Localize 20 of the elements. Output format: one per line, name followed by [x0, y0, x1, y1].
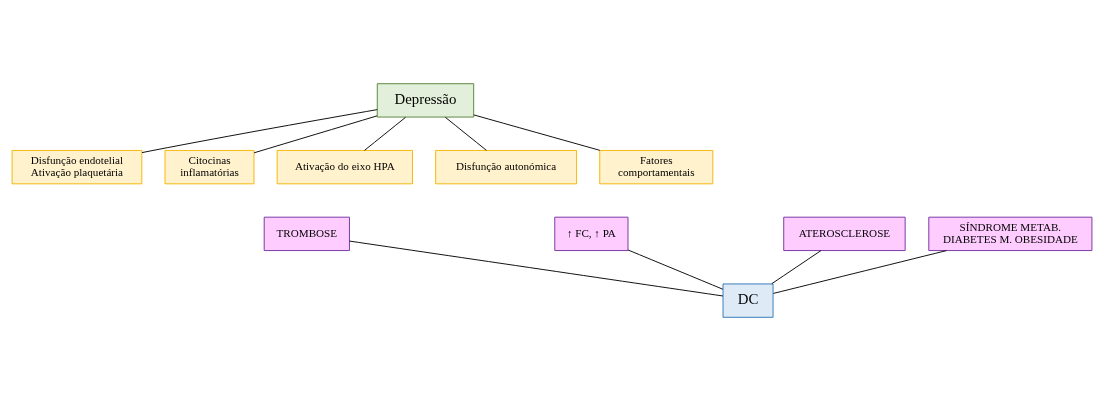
node-box: SÍNDROME METAB. DIABETES M. OBESIDADE	[928, 216, 1093, 251]
connector	[349, 240, 724, 296]
connector	[253, 114, 378, 153]
connector	[627, 249, 724, 290]
connector	[444, 116, 487, 151]
connector	[771, 249, 822, 284]
node-box: TROMBOSE	[263, 216, 350, 251]
connector	[364, 116, 406, 151]
node-box: ↑ FC, ↑ PA	[554, 216, 629, 251]
node-box: Fatores comportamentais	[599, 149, 714, 184]
node-box: Disfunção endotelial Ativação plaquetária	[11, 149, 143, 184]
connector	[772, 249, 947, 294]
node-box: DC	[722, 282, 774, 318]
node-box: ATEROSCLEROSE	[783, 216, 906, 251]
node-box: Disfunção autonómica	[435, 149, 578, 184]
node-box: Ativação do eixo HPA	[276, 149, 413, 184]
connector	[473, 113, 601, 151]
node-box: Citocinas inflamatórias	[164, 149, 255, 184]
connector	[141, 108, 378, 153]
node-box: Depressão	[376, 82, 475, 118]
